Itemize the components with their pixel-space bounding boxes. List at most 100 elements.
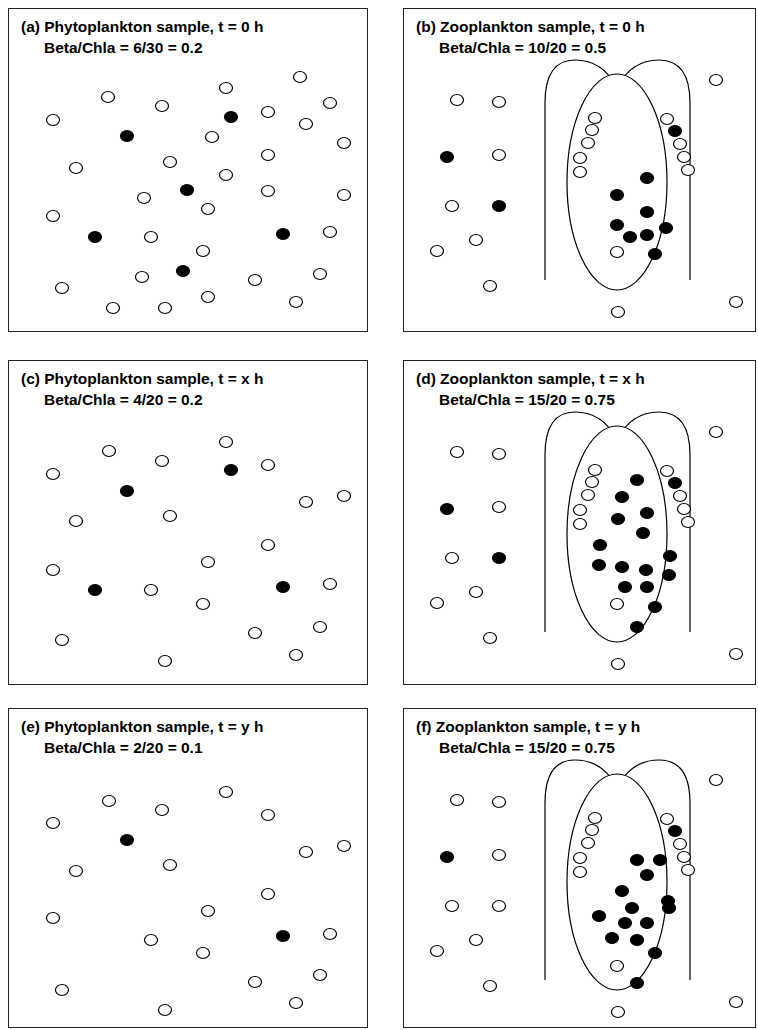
chla-cell (493, 449, 506, 460)
beta-cell (631, 475, 644, 486)
chla-cell (314, 269, 327, 280)
chla-cell (612, 307, 625, 318)
chla-cell (446, 901, 459, 912)
chla-cell (324, 929, 337, 940)
chla-cell (314, 622, 327, 633)
beta-cell (664, 551, 677, 562)
zooplankton-sample (431, 760, 743, 1018)
beta-cell (660, 223, 673, 234)
beta-cell (89, 232, 102, 243)
chla-cell (730, 997, 743, 1008)
chla-cell (710, 75, 723, 86)
chla-cell (314, 970, 327, 981)
chla-cell (156, 805, 169, 816)
chla-cell (262, 186, 275, 197)
chla-cell (70, 516, 83, 527)
chla-cell (262, 889, 275, 900)
panel-title: (b) Zooplankton sample, t = 0 h (416, 16, 755, 37)
phytoplankton-sample (47, 72, 351, 314)
chla-cell (574, 153, 587, 164)
chla-cell (164, 157, 177, 168)
beta-cell (611, 190, 624, 201)
chla-cell (682, 865, 695, 876)
beta-cell (493, 553, 506, 564)
chla-cell (574, 519, 587, 530)
chla-cell (156, 456, 169, 467)
chla-cell (249, 275, 262, 286)
chla-cell (290, 998, 303, 1009)
chla-cell (431, 246, 444, 257)
chla-cell (107, 303, 120, 314)
panel-title: (c) Phytoplankton sample, t = x h (21, 368, 367, 389)
beta-cell (654, 855, 667, 866)
panel-title: (d) Zooplankton sample, t = x h (416, 368, 755, 389)
sample-panel: (c) Phytoplankton sample, t = x hBeta/Ch… (8, 360, 368, 685)
chla-cell (493, 797, 506, 808)
beta-cell (277, 582, 290, 593)
beta-cell (669, 826, 682, 837)
chla-cell (338, 841, 351, 852)
chla-cell (612, 659, 625, 670)
chla-cell (47, 913, 60, 924)
chla-cell (220, 787, 233, 798)
chla-cell (586, 125, 599, 136)
sample-panel: (b) Zooplankton sample, t = 0 hBeta/Chla… (403, 8, 756, 332)
chla-cell (159, 656, 172, 667)
chla-cell (611, 599, 624, 610)
chla-cell (102, 92, 115, 103)
chla-cell (47, 565, 60, 576)
chla-cell (300, 847, 313, 858)
chla-cell (202, 292, 215, 303)
chla-cell (493, 150, 506, 161)
chla-cell (451, 447, 464, 458)
chla-cell (586, 477, 599, 488)
beta-cell (641, 582, 654, 593)
chla-cell (470, 935, 483, 946)
chla-cell (710, 427, 723, 438)
chla-cell (611, 961, 624, 972)
chla-cell (574, 505, 587, 516)
chla-cell (582, 490, 595, 501)
beta-cell (640, 565, 653, 576)
chla-cell (262, 150, 275, 161)
chla-cell (661, 466, 674, 477)
chla-cell (451, 795, 464, 806)
beta-cell (121, 835, 134, 846)
chla-cell (47, 115, 60, 126)
panel-title: (a) Phytoplankton sample, t = 0 h (21, 16, 367, 37)
chla-cell (589, 113, 602, 124)
beta-cell (649, 249, 662, 260)
beta-cell (641, 173, 654, 184)
panel-title: (f) Zooplankton sample, t = y h (416, 716, 755, 737)
sample-panel: (e) Phytoplankton sample, t = y hBeta/Ch… (8, 708, 368, 1028)
chla-cell (324, 227, 337, 238)
panel-title: (e) Phytoplankton sample, t = y h (21, 716, 367, 737)
chla-cell (220, 170, 233, 181)
beta-cell (641, 230, 654, 241)
chla-cell (582, 138, 595, 149)
chla-cell (56, 283, 69, 294)
beta-cell (593, 911, 606, 922)
chla-cell (493, 502, 506, 513)
chla-cell (262, 540, 275, 551)
chla-cell (220, 83, 233, 94)
chla-cell (484, 981, 497, 992)
beta-cell (619, 582, 632, 593)
chla-cell (206, 132, 219, 143)
chla-cell (674, 491, 687, 502)
chla-cell (294, 72, 307, 83)
chla-cell (103, 446, 116, 457)
chla-cell (164, 860, 177, 871)
beta-cell (663, 570, 676, 581)
chla-cell (682, 165, 695, 176)
ratio-label: Beta/Chla = 6/30 = 0.2 (44, 37, 367, 58)
chla-cell (493, 850, 506, 861)
beta-cell (624, 232, 637, 243)
ratio-label: Beta/Chla = 10/20 = 0.5 (439, 37, 755, 58)
chla-cell (70, 866, 83, 877)
beta-cell (649, 602, 662, 613)
beta-cell (631, 855, 644, 866)
chla-cell (574, 853, 587, 864)
chla-cell (324, 98, 337, 109)
